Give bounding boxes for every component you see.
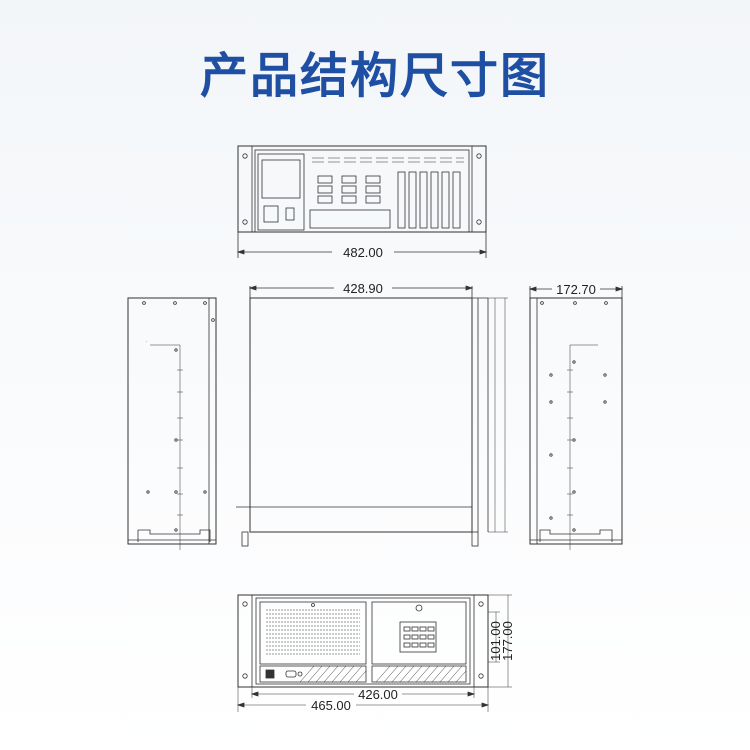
right-side-view: 172.70 <box>528 282 624 550</box>
page-title: 产品结构尺寸图 <box>199 48 550 104</box>
dim-front-height-small: 101.00 <box>488 621 503 661</box>
rear-pci-slots <box>397 171 461 229</box>
left-side-view: · <box>127 297 217 550</box>
rear-view: 482.00 <box>236 145 488 260</box>
rear-top-vents <box>312 157 464 163</box>
dim-front-outer-width: 465.00 <box>311 698 351 713</box>
front-hatch <box>299 665 467 683</box>
front-left-vents <box>266 609 360 655</box>
dim-side-height: 172.70 <box>556 282 596 297</box>
front-button-grid <box>403 626 435 648</box>
front-view: 101.00 177.00 426.00 465.00 <box>236 594 515 713</box>
dim-rear-width: 482.00 <box>343 245 383 260</box>
svg-text:·: · <box>146 339 147 344</box>
dim-front-height: 177.00 <box>500 621 515 661</box>
top-view: 428.90 <box>236 281 508 547</box>
dim-top-depth: 428.90 <box>343 281 383 296</box>
dim-front-inner-width: 426.00 <box>358 687 398 702</box>
